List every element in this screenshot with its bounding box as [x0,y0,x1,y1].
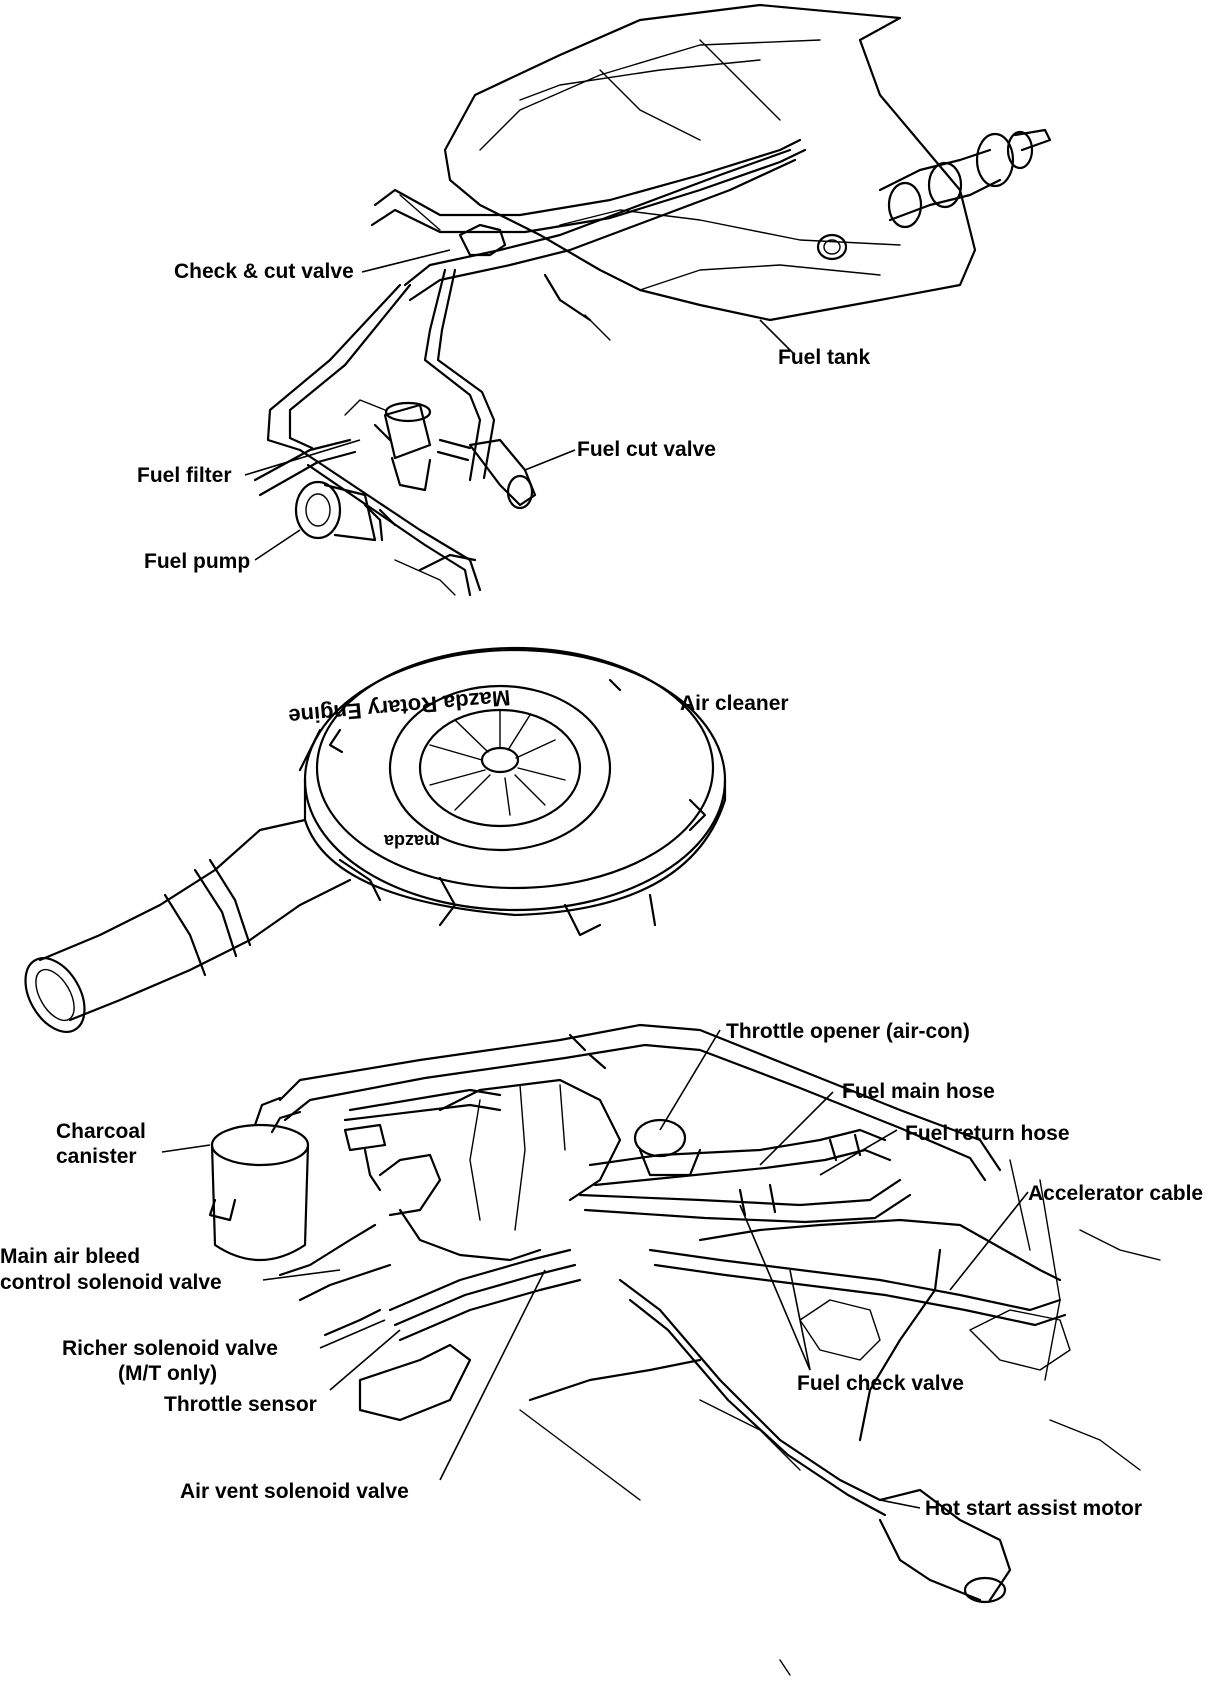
fuel-pump-drawing [294,480,397,542]
fuel-filter-drawing [344,399,432,492]
fuel-lines-upper [253,138,807,597]
label-charcoal-canister-1: Charcoal [56,1120,146,1143]
label-fuel-filter: Fuel filter [137,464,232,487]
label-air-cleaner: Air cleaner [680,692,789,715]
label-check-cut-valve: Check & cut valve [174,260,354,283]
label-charcoal-canister-2: canister [56,1145,137,1168]
label-fuel-cut-valve: Fuel cut valve [577,438,716,461]
label-throttle-opener: Throttle opener (air-con) [726,1020,970,1043]
air-cleaner-lid-text: mazda Mazda Rotary Engine [287,685,511,851]
label-richer-solenoid-1: Richer solenoid valve [62,1337,278,1360]
label-fuel-tank: Fuel tank [778,346,871,369]
lid-logo-text: mazda [383,831,440,851]
label-fuel-check-valve: Fuel check valve [797,1372,964,1395]
air-cleaner-drawing [24,646,727,1033]
label-throttle-sensor: Throttle sensor [164,1393,317,1416]
label-fuel-pump: Fuel pump [144,550,251,573]
label-richer-solenoid-2: (M/T only) [118,1362,218,1385]
lid-ring-text: Mazda Rotary Engine [287,685,511,729]
engine-bay-drawing [208,1023,1161,1676]
label-hot-start-motor: Hot start assist motor [925,1497,1143,1520]
label-main-air-bleed-2: control solenoid valve [0,1271,222,1294]
label-fuel-main-hose: Fuel main hose [842,1080,995,1103]
fuel-tank-drawing [443,3,1052,322]
label-air-vent-solenoid: Air vent solenoid valve [180,1480,409,1503]
label-accelerator-cable: Accelerator cable [1028,1182,1204,1205]
fuel-cut-valve-drawing [436,438,537,510]
label-fuel-return-hose: Fuel return hose [905,1122,1070,1145]
label-main-air-bleed-1: Main air bleed [0,1245,141,1268]
leader-lines [161,249,1029,1509]
